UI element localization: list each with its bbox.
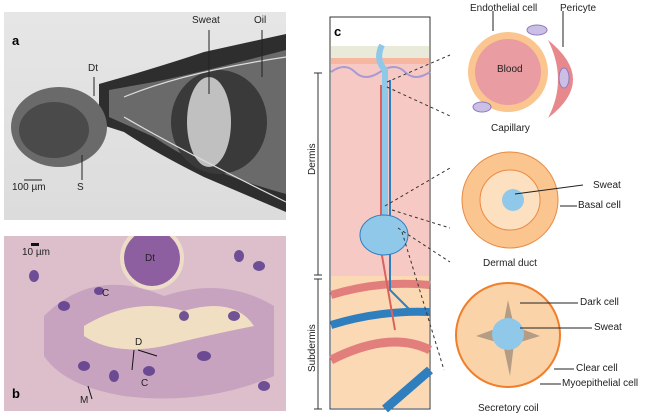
secretory-coil-inset bbox=[455, 282, 592, 388]
label-coil-sweat: Sweat bbox=[594, 322, 622, 333]
label-sweat: Sweat bbox=[192, 15, 220, 26]
histology-illustration bbox=[4, 236, 286, 411]
capillary-inset bbox=[468, 11, 573, 118]
label-c-1: C bbox=[102, 288, 110, 299]
label-clear-cell: Clear cell bbox=[576, 363, 618, 374]
panel-a-micrograph: a Sweat Oil Dt S 100 µm bbox=[4, 12, 286, 220]
panel-a-letter: a bbox=[12, 33, 20, 48]
label-dt: Dt bbox=[145, 253, 155, 264]
scale-label: 100 µm bbox=[12, 182, 46, 193]
label-duct-sweat: Sweat bbox=[593, 180, 621, 191]
title-dermal-duct: Dermal duct bbox=[483, 258, 537, 269]
label-c-2: C bbox=[141, 378, 149, 389]
label-s: S bbox=[77, 182, 84, 193]
label-pericyte: Pericyte bbox=[560, 3, 597, 14]
pipette-illustration bbox=[11, 30, 286, 212]
panel-b-histology: 10 µm Dt C D C M b bbox=[4, 236, 286, 411]
panel-b-letter: b bbox=[12, 386, 20, 401]
title-capillary: Capillary bbox=[491, 123, 530, 134]
label-m: M bbox=[80, 395, 89, 406]
label-subdermis: Subdermis bbox=[307, 324, 318, 372]
dermal-duct-inset bbox=[461, 151, 584, 249]
panel-c-letter: c bbox=[334, 24, 342, 39]
label-endothelial-cell: Endothelial cell bbox=[470, 3, 538, 14]
label-dt: Dt bbox=[88, 63, 98, 74]
label-dark-cell: Dark cell bbox=[580, 297, 619, 308]
scale-label: 10 µm bbox=[22, 247, 50, 258]
title-secretory-coil: Secretory coil bbox=[478, 403, 539, 414]
label-blood: Blood bbox=[497, 64, 523, 75]
label-dermis: Dermis bbox=[307, 143, 318, 175]
label-basal-cell: Basal cell bbox=[578, 200, 621, 211]
label-myoepithelial-cell: Myoepithelial cell bbox=[562, 378, 639, 389]
label-d: D bbox=[135, 337, 143, 348]
label-oil: Oil bbox=[254, 15, 267, 26]
